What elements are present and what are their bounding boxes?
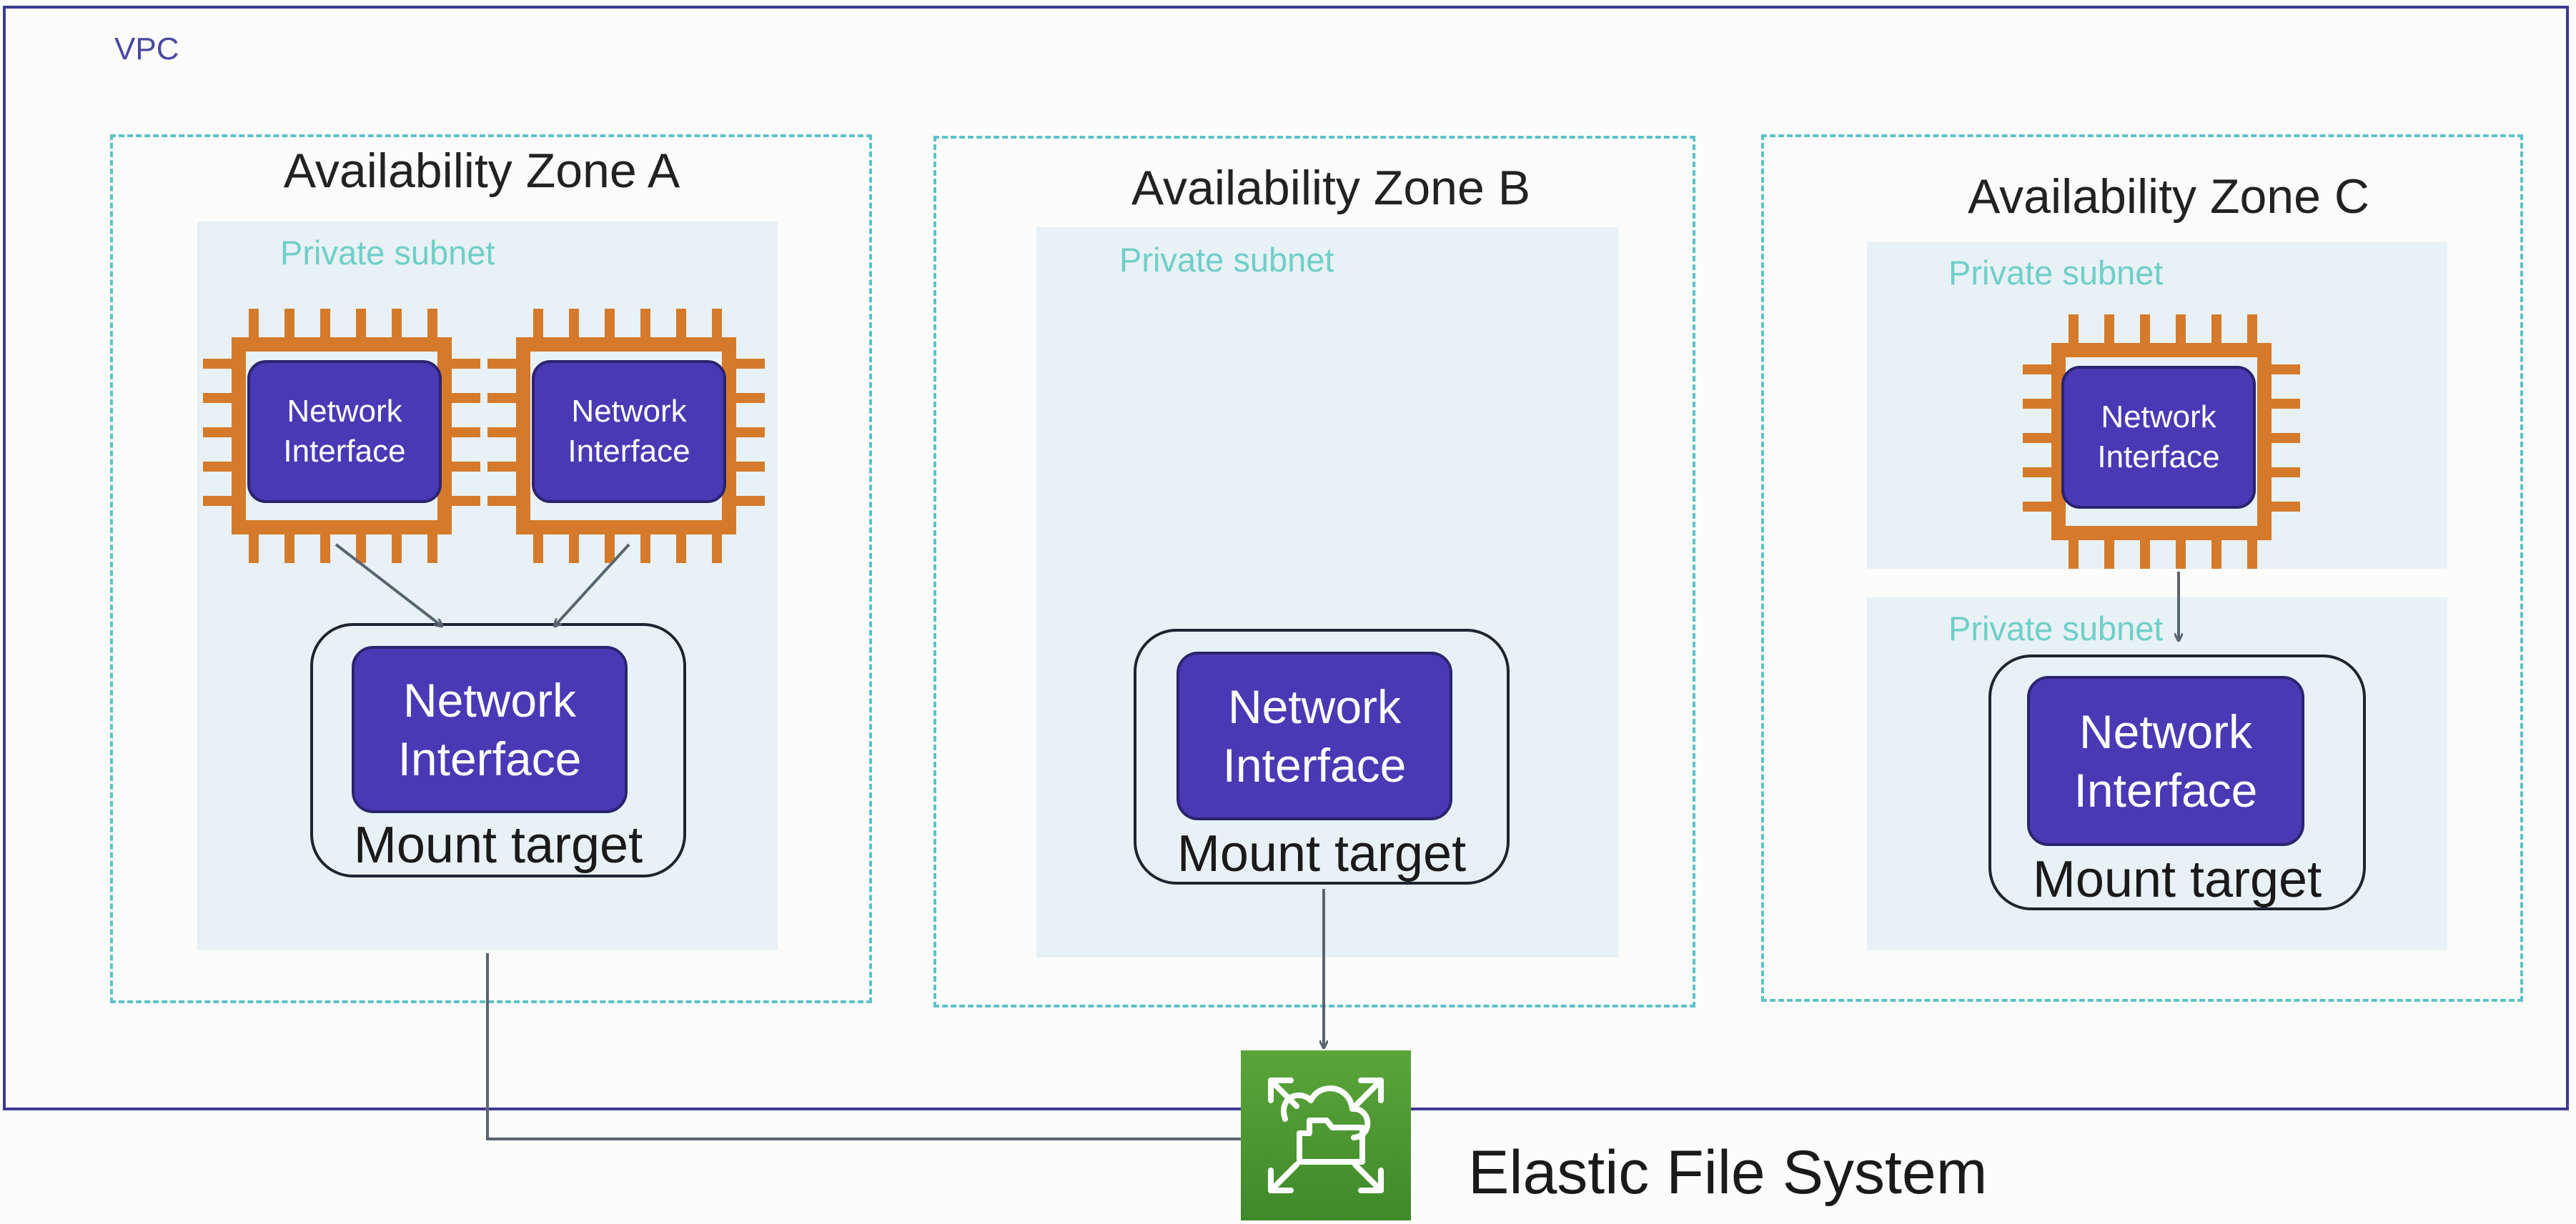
chip-pins-icon [203,309,480,563]
efs-folder-cloud-icon [1268,1078,1384,1193]
mount-target-network-interface[interactable]: Network Interface [1176,652,1452,820]
instance-network-interface[interactable]: Network Interface [247,360,442,503]
elastic-file-system-tile[interactable] [1241,1050,1411,1220]
ec2-instance-icon [487,309,765,563]
zone-c-subnet-label-1: Private subnet [1948,254,2164,292]
zone-b-subnet-label: Private subnet [1119,241,1334,279]
zone-c-title: Availability Zone C [1968,169,2369,224]
mount-target-b[interactable] [1134,629,1510,885]
ec2-instance-icon [203,309,480,563]
mount-target-network-interface[interactable]: Network Interface [352,646,628,813]
chip-pins-icon [2023,314,2300,569]
mount-target-label: Mount target [1176,825,1467,882]
zone-a-subnet-label: Private subnet [280,234,495,272]
mount-target-network-interface[interactable]: Network Interface [2027,676,2304,846]
line-mount-a-to-efs [486,953,1241,1140]
mount-target-label: Mount target [353,817,643,874]
mount-target-a[interactable] [310,623,686,877]
arrow-a2-to-mount [555,543,630,626]
instance-network-interface[interactable]: Network Interface [2061,366,2256,509]
zone-b-private-subnet [1036,227,1618,957]
instance-network-interface[interactable]: Network Interface [532,360,726,503]
availability-zone-b [933,136,1695,1007]
arrow-a1-to-mount [335,543,442,626]
availability-zone-c [1761,134,2523,1002]
vpc-label: VPC [114,31,179,66]
zone-c-subnet-label-2: Private subnet [1948,609,2164,647]
mount-target-label: Mount target [2032,851,2322,908]
mount-target-c[interactable] [1988,655,2366,910]
availability-zone-a [110,134,872,1003]
zone-b-title: Availability Zone B [1131,161,1531,215]
efs-label: Elastic File System [1468,1138,1988,1207]
chip-pins-icon [487,309,765,563]
zone-a-title: Availability Zone A [283,144,680,198]
